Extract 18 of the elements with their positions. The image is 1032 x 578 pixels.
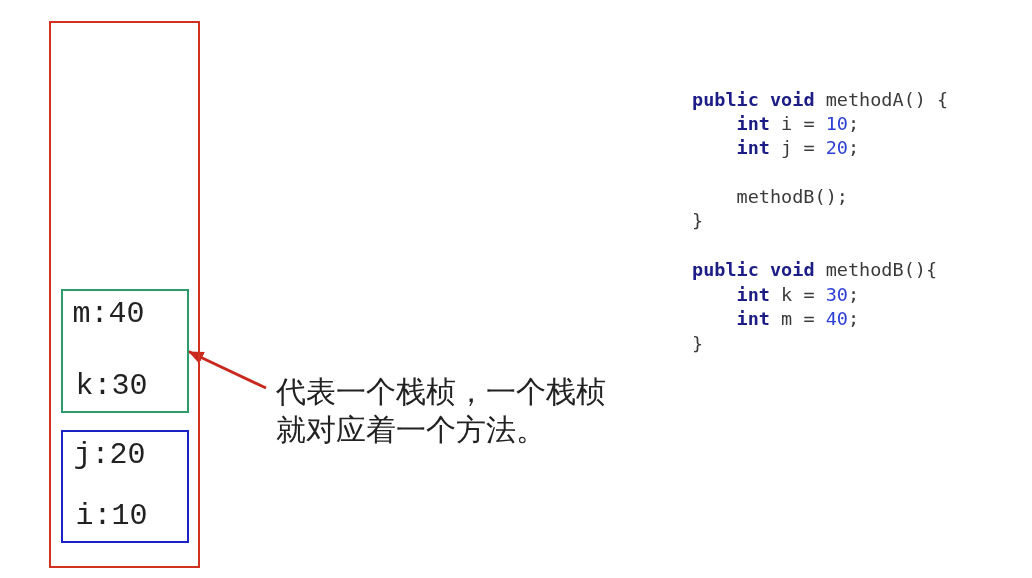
code-line: int k = 30; <box>736 284 860 306</box>
code-line: public void methodB(){ <box>692 259 938 281</box>
code-line: int j = 20; <box>736 137 860 159</box>
code-line: methodB(); <box>736 186 848 208</box>
arrow <box>187 350 267 390</box>
frame-box <box>60 288 189 413</box>
variable-label: m:40 <box>72 296 145 331</box>
variable-label: j:20 <box>73 437 146 472</box>
code-line: int m = 40; <box>736 308 860 330</box>
variable-label: i:10 <box>75 498 148 533</box>
variable-label: k:30 <box>75 368 148 403</box>
code-line: public void methodA() { <box>692 89 949 111</box>
frame-box <box>60 429 189 543</box>
code-line: } <box>692 333 704 355</box>
stack-box <box>49 21 200 568</box>
code-line: int i = 10; <box>736 113 860 135</box>
code-line: } <box>692 210 704 232</box>
annotation-text: 代表一个栈桢，一个栈桢就对应着一个方法。 <box>266 373 618 449</box>
